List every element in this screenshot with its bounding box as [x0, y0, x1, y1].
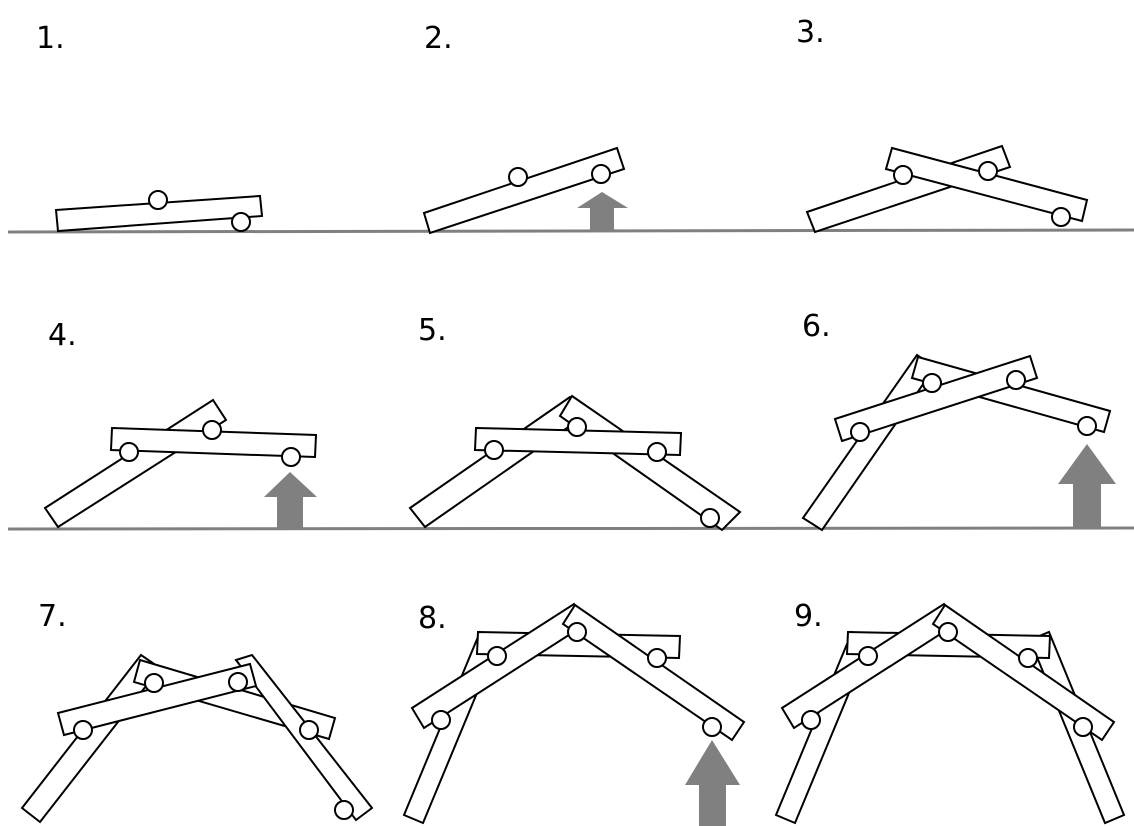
pin-joint — [73, 720, 93, 740]
step-6-label: 6. — [802, 309, 831, 344]
beam — [422, 146, 626, 235]
beam — [56, 662, 258, 737]
pin-joint — [801, 710, 821, 730]
beam — [561, 603, 746, 742]
beam — [54, 194, 264, 233]
step-2-label: 2. — [424, 21, 453, 56]
pin-joint — [1006, 370, 1026, 390]
beam — [833, 354, 1039, 443]
pin-joint — [1077, 416, 1097, 436]
pin-joint — [202, 420, 222, 440]
pin-joint — [431, 710, 451, 730]
pin-joint — [231, 212, 251, 232]
step-1-panel — [54, 190, 264, 233]
lift-arrow — [264, 472, 317, 529]
pin-joint — [299, 720, 319, 740]
step-8-panel — [402, 602, 746, 826]
pin-joint — [119, 442, 139, 462]
beam — [109, 426, 318, 459]
pin-joint — [567, 417, 587, 437]
pin-joint — [702, 717, 722, 737]
pin-joint — [850, 422, 870, 442]
pin-joint — [647, 648, 667, 668]
pin-joint — [484, 440, 504, 460]
beam — [473, 426, 683, 457]
pin-joint — [144, 673, 164, 693]
pin-joint — [508, 167, 528, 187]
pin-joint — [1073, 717, 1093, 737]
pin-joint — [334, 800, 354, 820]
pin-joint — [938, 622, 958, 642]
step-7-label: 7. — [38, 599, 67, 634]
lift-arrow — [1058, 444, 1116, 529]
step-1-label: 1. — [36, 21, 65, 56]
pin-joint — [591, 164, 611, 184]
pin-joint — [1051, 207, 1071, 227]
beam — [910, 355, 1112, 434]
step-2-panel — [422, 146, 628, 235]
step-6-panel — [801, 353, 1116, 532]
pin-joint — [148, 190, 168, 210]
lift-arrow — [577, 192, 628, 231]
pin-joint — [858, 646, 878, 666]
step-3-panel — [805, 144, 1089, 234]
step-4-label: 4. — [48, 318, 77, 353]
step-7-panel — [20, 653, 374, 824]
step-4-panel — [43, 398, 318, 529]
pin-joint — [893, 165, 913, 185]
pin-joint — [978, 161, 998, 181]
beam — [558, 394, 742, 532]
step-8-label: 8. — [418, 601, 447, 636]
beam — [931, 603, 1116, 742]
step-5-panel — [408, 394, 742, 532]
pin-joint — [922, 373, 942, 393]
ground-line-row-1 — [7, 228, 1134, 234]
pin-joint — [1018, 648, 1038, 668]
step-9-label: 9. — [794, 599, 823, 634]
pin-joint — [281, 447, 301, 467]
step-5-label: 5. — [418, 313, 447, 348]
beam — [43, 398, 228, 529]
pin-joint — [228, 672, 248, 692]
pin-joint — [487, 646, 507, 666]
ground-line-row-2 — [7, 526, 1134, 531]
step-3-label: 3. — [796, 15, 825, 50]
beam — [801, 353, 937, 532]
lift-arrow — [685, 740, 740, 826]
pin-joint — [567, 622, 587, 642]
step-9-panel — [774, 602, 1126, 825]
pin-joint — [700, 508, 720, 528]
pin-joint — [647, 442, 667, 462]
beam — [884, 146, 1089, 223]
